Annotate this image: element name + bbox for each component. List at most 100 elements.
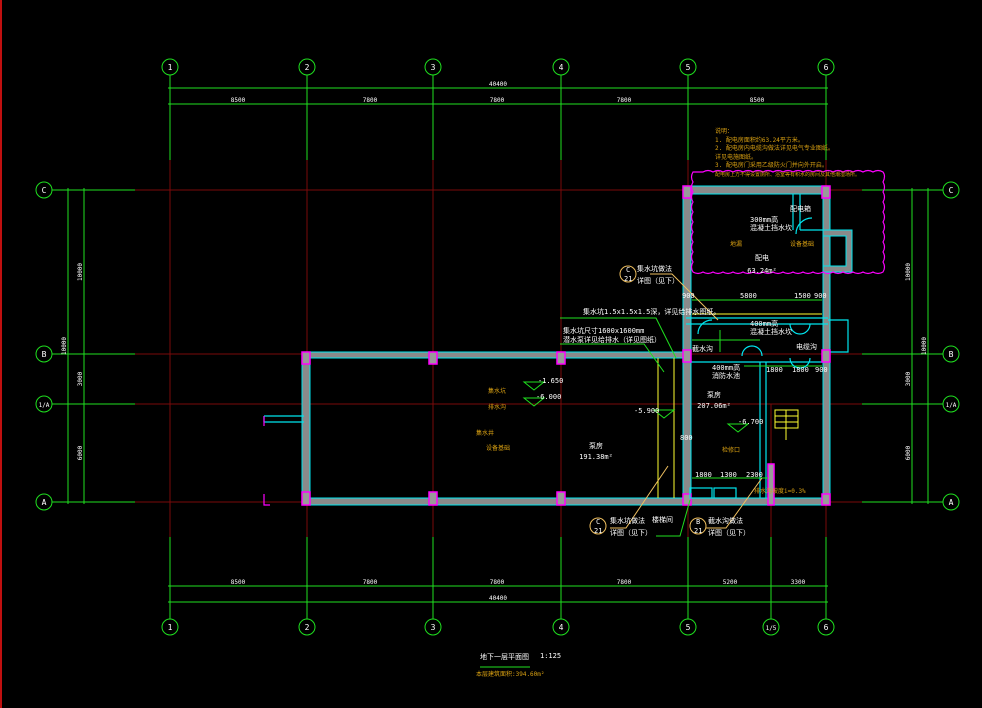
axis-label: 1	[168, 63, 173, 72]
svg-text:1800: 1800	[792, 366, 809, 374]
axis-label: 4	[559, 63, 564, 72]
svg-text:300mm高: 300mm高	[750, 215, 778, 224]
svg-text:40400: 40400	[489, 81, 507, 88]
axis-label: A	[42, 498, 47, 507]
axis-label: 4	[559, 623, 564, 632]
svg-text:6000: 6000	[77, 445, 84, 460]
svg-text:400mm高: 400mm高	[750, 319, 778, 328]
room-name: 配电	[755, 253, 769, 262]
room-area: 207.06m²	[697, 402, 731, 410]
axis-label: 1/A	[946, 402, 957, 409]
svg-text:C: C	[626, 266, 630, 274]
svg-text:2300: 2300	[746, 471, 763, 479]
svg-text:21: 21	[624, 275, 632, 283]
interior-details	[522, 217, 822, 499]
svg-text:7800: 7800	[617, 97, 632, 104]
svg-text:-6.000: -6.000	[536, 393, 561, 401]
svg-text:900: 900	[682, 292, 695, 300]
svg-text:-6.700: -6.700	[738, 418, 763, 426]
dimension-texts: 40400 8500 7800 7800 7800 8500 8500 7800…	[61, 81, 928, 602]
axis-label: 6	[824, 623, 829, 632]
drawing-name: 地下一层平面图	[480, 652, 529, 661]
svg-text:1800: 1800	[695, 471, 712, 479]
room-area: 63.24m²	[747, 267, 777, 275]
svg-text:5200: 5200	[723, 579, 738, 586]
room-name: 泵房	[589, 441, 603, 450]
svg-text:地漏: 地漏	[730, 240, 742, 248]
axis-label: 3	[431, 63, 436, 72]
annotations: 集水坑1.5x1.5x1.5深，详见给排水图纸。 集水坑尺寸1600x1600m…	[476, 204, 817, 524]
axis-label: B	[42, 350, 47, 359]
drawing-title: 地下一层平面图 1:125 本层建筑面积:394.60m²	[476, 652, 561, 678]
axis-label: 6	[824, 63, 829, 72]
svg-text:5800: 5800	[740, 292, 757, 300]
svg-text:3000: 3000	[77, 371, 84, 386]
svg-text:集水坑做法: 集水坑做法	[610, 516, 645, 525]
svg-text:C: C	[596, 518, 600, 526]
svg-text:混凝土挡水坎: 混凝土挡水坎	[750, 327, 792, 336]
general-notes: 说明： 1. 配电房面积约63.24平方米。 2. 配电房内电缆沟做法详见电气专…	[715, 127, 860, 178]
svg-text:7800: 7800	[617, 579, 632, 586]
svg-text:集水坑尺寸1600x1600mm: 集水坑尺寸1600x1600mm	[563, 326, 644, 335]
svg-text:7800: 7800	[490, 579, 505, 586]
axis-label: 2	[305, 623, 310, 632]
axis-label: 1/5	[766, 625, 777, 632]
svg-text:21: 21	[694, 527, 702, 535]
svg-text:-1.650: -1.650	[538, 377, 563, 385]
columns	[263, 185, 831, 506]
walls	[263, 185, 853, 506]
svg-text:-5.900: -5.900	[634, 407, 659, 415]
svg-text:详图（见下）: 详图（见下）	[610, 528, 652, 537]
axis-lines	[52, 75, 943, 619]
svg-text:7800: 7800	[363, 579, 378, 586]
axis-label: 1	[168, 623, 173, 632]
svg-text:1500: 1500	[794, 292, 811, 300]
svg-text:10000: 10000	[921, 337, 928, 355]
svg-text:1800: 1800	[766, 366, 783, 374]
svg-text:8500: 8500	[750, 97, 765, 104]
axis-label: 3	[431, 623, 436, 632]
room-area: 191.38m²	[579, 453, 613, 461]
svg-text:详见电施图纸。: 详见电施图纸。	[715, 153, 757, 161]
svg-text:3. 配电房门采用乙级防火门并向外开启。: 3. 配电房门采用乙级防火门并向外开启。	[715, 161, 828, 169]
svg-text:电缆沟: 电缆沟	[796, 342, 817, 351]
svg-text:40400: 40400	[489, 595, 507, 602]
revision-cloud	[690, 169, 886, 275]
svg-text:集水井: 集水井	[476, 429, 494, 437]
drawing-scale: 1:125	[540, 652, 561, 660]
svg-text:6000: 6000	[905, 445, 912, 460]
svg-text:7800: 7800	[363, 97, 378, 104]
svg-text:21: 21	[594, 527, 602, 535]
axis-label: 2	[305, 63, 310, 72]
svg-text:配电房上方不得设置厕所、浴室等有积水的房间及其他潮湿场所。: 配电房上方不得设置厕所、浴室等有积水的房间及其他潮湿场所。	[715, 171, 860, 178]
svg-text:检修口: 检修口	[722, 446, 740, 454]
svg-text:3000: 3000	[905, 371, 912, 386]
svg-text:800: 800	[680, 434, 693, 442]
svg-text:10000: 10000	[905, 263, 912, 281]
axis-label: B	[949, 350, 954, 359]
svg-text:10000: 10000	[77, 263, 84, 281]
axis-label: A	[949, 498, 954, 507]
axis-labels: 1 2 3 4 5 6 1 2 3 4 5 1/5 6 C B 1/A A C …	[39, 63, 957, 632]
svg-text:B: B	[696, 518, 700, 526]
axis-label: C	[949, 186, 954, 195]
axis-label: C	[42, 186, 47, 195]
svg-text:详图（见下）: 详图（见下）	[708, 528, 750, 537]
svg-text:2. 配电房内电缆沟做法详见电气专业图纸。: 2. 配电房内电缆沟做法详见电气专业图纸。	[715, 144, 834, 152]
svg-text:截水沟: 截水沟	[692, 344, 713, 353]
floor-area: 本层建筑面积:394.60m²	[476, 670, 545, 678]
svg-text:排水沟: 排水沟	[488, 403, 506, 411]
svg-text:混凝土挡水坎: 混凝土挡水坎	[750, 223, 792, 232]
svg-text:说明：: 说明：	[715, 127, 733, 135]
axis-label: 5	[686, 623, 691, 632]
svg-text:集水坑做法: 集水坑做法	[637, 264, 672, 273]
level-marks: -1.650 -6.000 -5.900 -6.700	[536, 377, 763, 426]
svg-text:8500: 8500	[231, 579, 246, 586]
svg-text:截水沟做法: 截水沟做法	[708, 516, 743, 525]
detail-callouts: C 21 集水坑做法 详图（见下） C 21 集水坑做法 详图（见下） B 21…	[594, 264, 750, 537]
svg-text:潜水泵详见给排水（详见图纸）: 潜水泵详见给排水（详见图纸）	[563, 335, 661, 344]
svg-text:400mm高: 400mm高	[712, 363, 740, 372]
svg-text:消防水池: 消防水池	[712, 371, 740, 380]
svg-text:配电箱: 配电箱	[790, 204, 811, 213]
